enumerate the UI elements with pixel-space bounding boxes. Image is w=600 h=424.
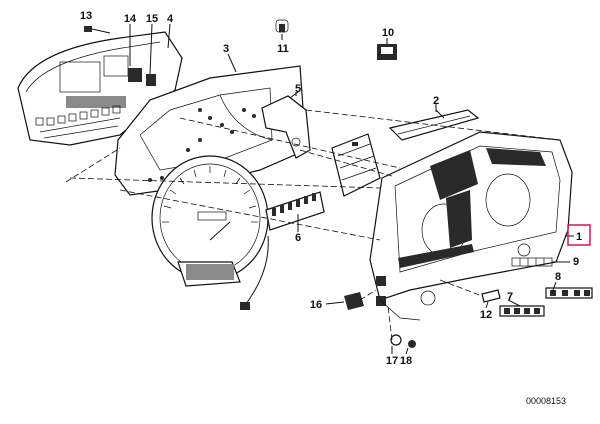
part-10-clip[interactable] xyxy=(377,38,397,60)
part-label-11: 11 xyxy=(277,43,289,55)
part-label-14: 14 xyxy=(124,13,137,25)
part-label-15: 15 xyxy=(146,13,158,25)
assembly-guide-lines xyxy=(65,109,561,341)
part-label-12: 12 xyxy=(480,309,492,321)
warning-label xyxy=(331,133,381,197)
part-5-bracket[interactable] xyxy=(261,91,311,159)
part-label-2: 2 xyxy=(433,95,439,107)
part-8-symbol-strip[interactable] xyxy=(545,287,593,299)
part-1-instrument-housing[interactable] xyxy=(369,131,573,321)
part-label-10: 10 xyxy=(382,27,394,39)
part-13-screw[interactable] xyxy=(84,26,111,34)
part-15-bulb-holder[interactable] xyxy=(149,23,153,75)
part-label-13: 13 xyxy=(80,10,92,22)
leader-lines xyxy=(295,92,574,309)
part-label-9: 9 xyxy=(573,256,579,268)
part-label-7: 7 xyxy=(507,291,513,303)
part-label-18: 18 xyxy=(400,355,412,367)
part-label-4: 4 xyxy=(167,13,174,25)
part-6-connector-strip[interactable] xyxy=(265,191,325,231)
part-17-screw[interactable] xyxy=(390,334,402,354)
drawing-reference-number: 00008153 xyxy=(526,396,566,406)
part-7-symbol-strip[interactable] xyxy=(499,305,545,317)
part-label-16: 16 xyxy=(310,299,322,311)
part-label-6: 6 xyxy=(295,232,301,244)
part-1-highlight-box xyxy=(567,224,591,246)
part-label-3: 3 xyxy=(223,43,229,55)
part-3-circuit-frame[interactable] xyxy=(114,53,307,196)
speedometer-gauge[interactable] xyxy=(151,155,269,310)
part-18-washer[interactable] xyxy=(405,340,416,355)
part-label-5: 5 xyxy=(295,83,301,95)
part-16-connector[interactable] xyxy=(325,292,364,310)
part-label-17: 17 xyxy=(386,355,398,367)
part-label-1: 1 xyxy=(576,231,582,243)
part-labels: 13 14 15 4 11 10 3 5 2 6 1 9 8 7 16 12 1… xyxy=(80,10,582,367)
part-12-pin[interactable] xyxy=(439,279,501,303)
part-label-8: 8 xyxy=(555,271,561,283)
part-11-bulb[interactable] xyxy=(275,19,289,40)
